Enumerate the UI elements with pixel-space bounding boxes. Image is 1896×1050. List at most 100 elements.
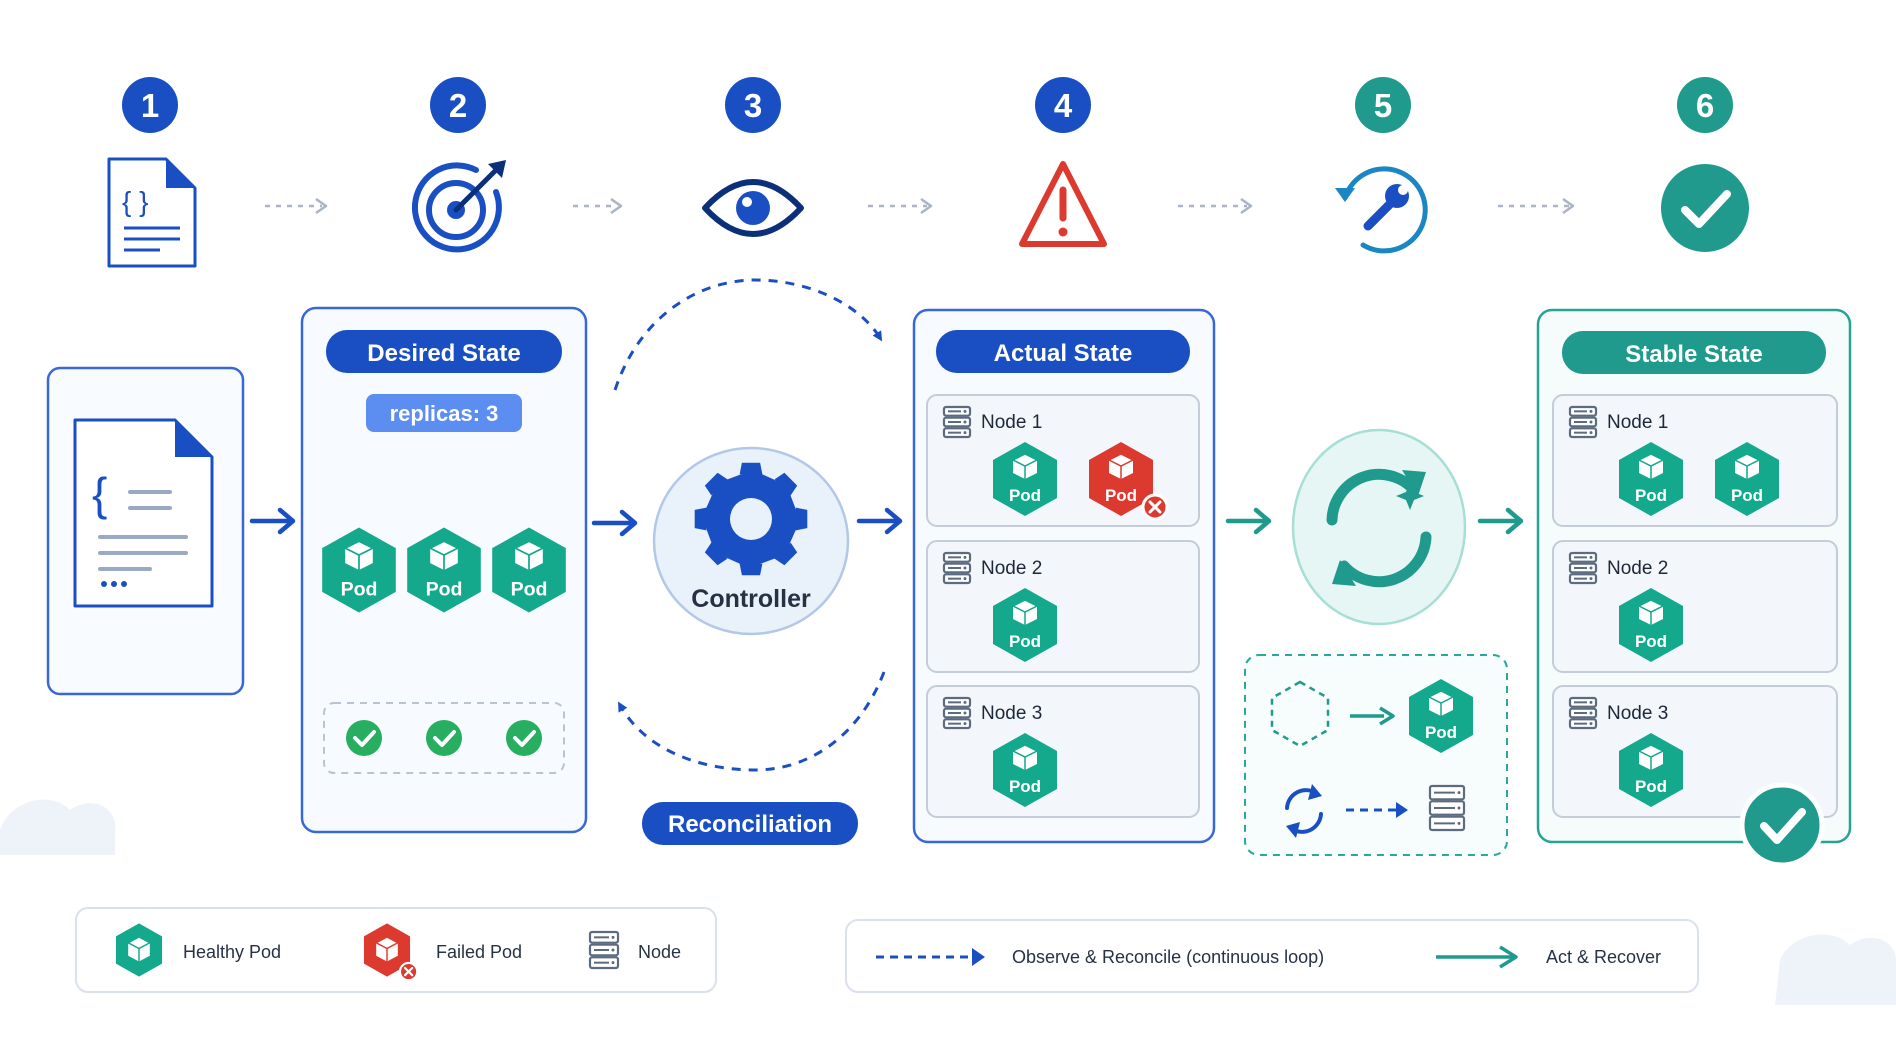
warning-icon <box>1019 161 1107 247</box>
legend-healthy-label: Healthy Pod <box>183 942 281 962</box>
reschedule-icon <box>1285 784 1323 838</box>
healthy-pod: Pod <box>1619 733 1683 807</box>
recovered-pod: Pod <box>1409 679 1473 753</box>
gear-icon <box>694 462 808 576</box>
actual-state-title: Actual State <box>994 340 1133 367</box>
step-3: 3 <box>702 77 933 237</box>
step-badge <box>1677 77 1733 133</box>
desired-checks <box>346 720 542 756</box>
stable-node-2: Node 2 Pod <box>1552 540 1838 673</box>
node-label: Node 1 <box>1607 412 1668 433</box>
check-icon <box>506 720 542 756</box>
pod-label: Pod <box>511 578 548 600</box>
actual-node-3: Node 3 Pod <box>926 685 1200 818</box>
repair-icon <box>1335 166 1428 254</box>
manifest-file-icon: { } <box>107 157 197 268</box>
reconciliation-label: Reconciliation <box>668 811 832 838</box>
desired-pod-2: Pod <box>407 527 481 613</box>
desired-pods: Pod Pod Pod <box>322 527 566 613</box>
step-number: 3 <box>744 87 762 124</box>
step-5: 5 <box>1335 77 1575 254</box>
server-icon <box>942 405 972 439</box>
pod-label: Pod <box>1009 486 1041 505</box>
step-badge <box>430 77 486 133</box>
node-label: Node 2 <box>1607 558 1668 579</box>
stable-check-badge <box>1739 782 1825 868</box>
legend-observe-label: Observe & Reconcile (continuous loop) <box>1012 947 1324 967</box>
flow-arrows <box>249 507 1524 537</box>
stable-state-title: Stable State <box>1625 341 1762 368</box>
step-number: 4 <box>1054 87 1073 124</box>
step-4: 4 <box>1019 77 1253 247</box>
desired-pod-3: Pod <box>492 527 566 613</box>
legend-node-icon <box>588 930 620 970</box>
step-badge <box>725 77 781 133</box>
healthy-pod: Pod <box>1619 442 1683 516</box>
node-label: Node 3 <box>981 703 1042 724</box>
pod-label: Pod <box>341 578 378 600</box>
healthy-pod: Pod <box>993 733 1057 807</box>
recovery-cycle: Pod <box>1244 428 1508 856</box>
manifest-file-icon: { <box>73 418 214 608</box>
actual-node-1: Node 1 Pod Pod <box>926 394 1200 527</box>
legend-act-label: Act & Recover <box>1546 947 1661 967</box>
desired-state-panel: Desired State replicas: 3 Pod Pod Pod <box>300 306 588 834</box>
step-number: 5 <box>1374 87 1392 124</box>
controller: Controller Reconciliation <box>613 278 886 845</box>
eye-icon <box>702 179 804 237</box>
step-number: 1 <box>141 87 159 124</box>
pod-label: Pod <box>1009 632 1041 651</box>
step-1: 1 { } <box>107 77 328 268</box>
controller-label: Controller <box>691 585 811 613</box>
failed-badge-icon <box>1141 493 1169 521</box>
check-icon <box>346 720 382 756</box>
legend-failed-label: Failed Pod <box>436 942 522 962</box>
step-badge <box>1035 77 1091 133</box>
server-icon <box>1568 551 1598 585</box>
step-row: 1 { } 2 3 4 5 6 <box>107 77 1749 268</box>
legend-healthy-pod-icon <box>115 923 163 977</box>
sync-sparkle-icon <box>1326 468 1432 588</box>
healthy-pod: Pod <box>993 588 1057 662</box>
healthy-pod: Pod <box>1409 679 1473 753</box>
target-icon <box>411 160 506 253</box>
legend-failed-pod-icon <box>363 923 419 982</box>
manifest-card: { <box>46 366 245 696</box>
healthy-pod: Pod <box>1715 442 1779 516</box>
server-icon <box>942 696 972 730</box>
desired-pod-1: Pod <box>322 527 396 613</box>
node-label: Node 1 <box>981 412 1042 433</box>
step-number: 6 <box>1696 87 1714 124</box>
actual-node-2: Node 2 Pod <box>926 540 1200 673</box>
check-circle-icon <box>1661 164 1749 252</box>
pod-legend: Healthy Pod Failed Pod Node <box>75 907 717 993</box>
arrow-legend: Observe & Reconcile (continuous loop) Ac… <box>845 919 1699 993</box>
pod-label: Pod <box>1425 723 1457 742</box>
healthy-pod: Pod <box>993 442 1057 516</box>
server-icon <box>1568 696 1598 730</box>
check-icon <box>426 720 462 756</box>
step-number: 2 <box>449 87 467 124</box>
pod-label: Pod <box>1635 486 1667 505</box>
failed-pod: Pod <box>1089 442 1169 521</box>
svg-text:{: { <box>92 468 107 520</box>
pod-label: Pod <box>1009 777 1041 796</box>
server-icon <box>1428 784 1466 832</box>
replicas-label: replicas: 3 <box>390 401 499 426</box>
node-label: Node 2 <box>981 558 1042 579</box>
pod-label: Pod <box>1635 632 1667 651</box>
desired-state-title: Desired State <box>367 340 520 367</box>
legend-node-label: Node <box>638 942 681 962</box>
server-icon <box>942 551 972 585</box>
step-6: 6 <box>1661 77 1749 252</box>
pod-label: Pod <box>1105 486 1137 505</box>
pod-label: Pod <box>426 578 463 600</box>
svg-text:{ }: { } <box>122 186 148 217</box>
